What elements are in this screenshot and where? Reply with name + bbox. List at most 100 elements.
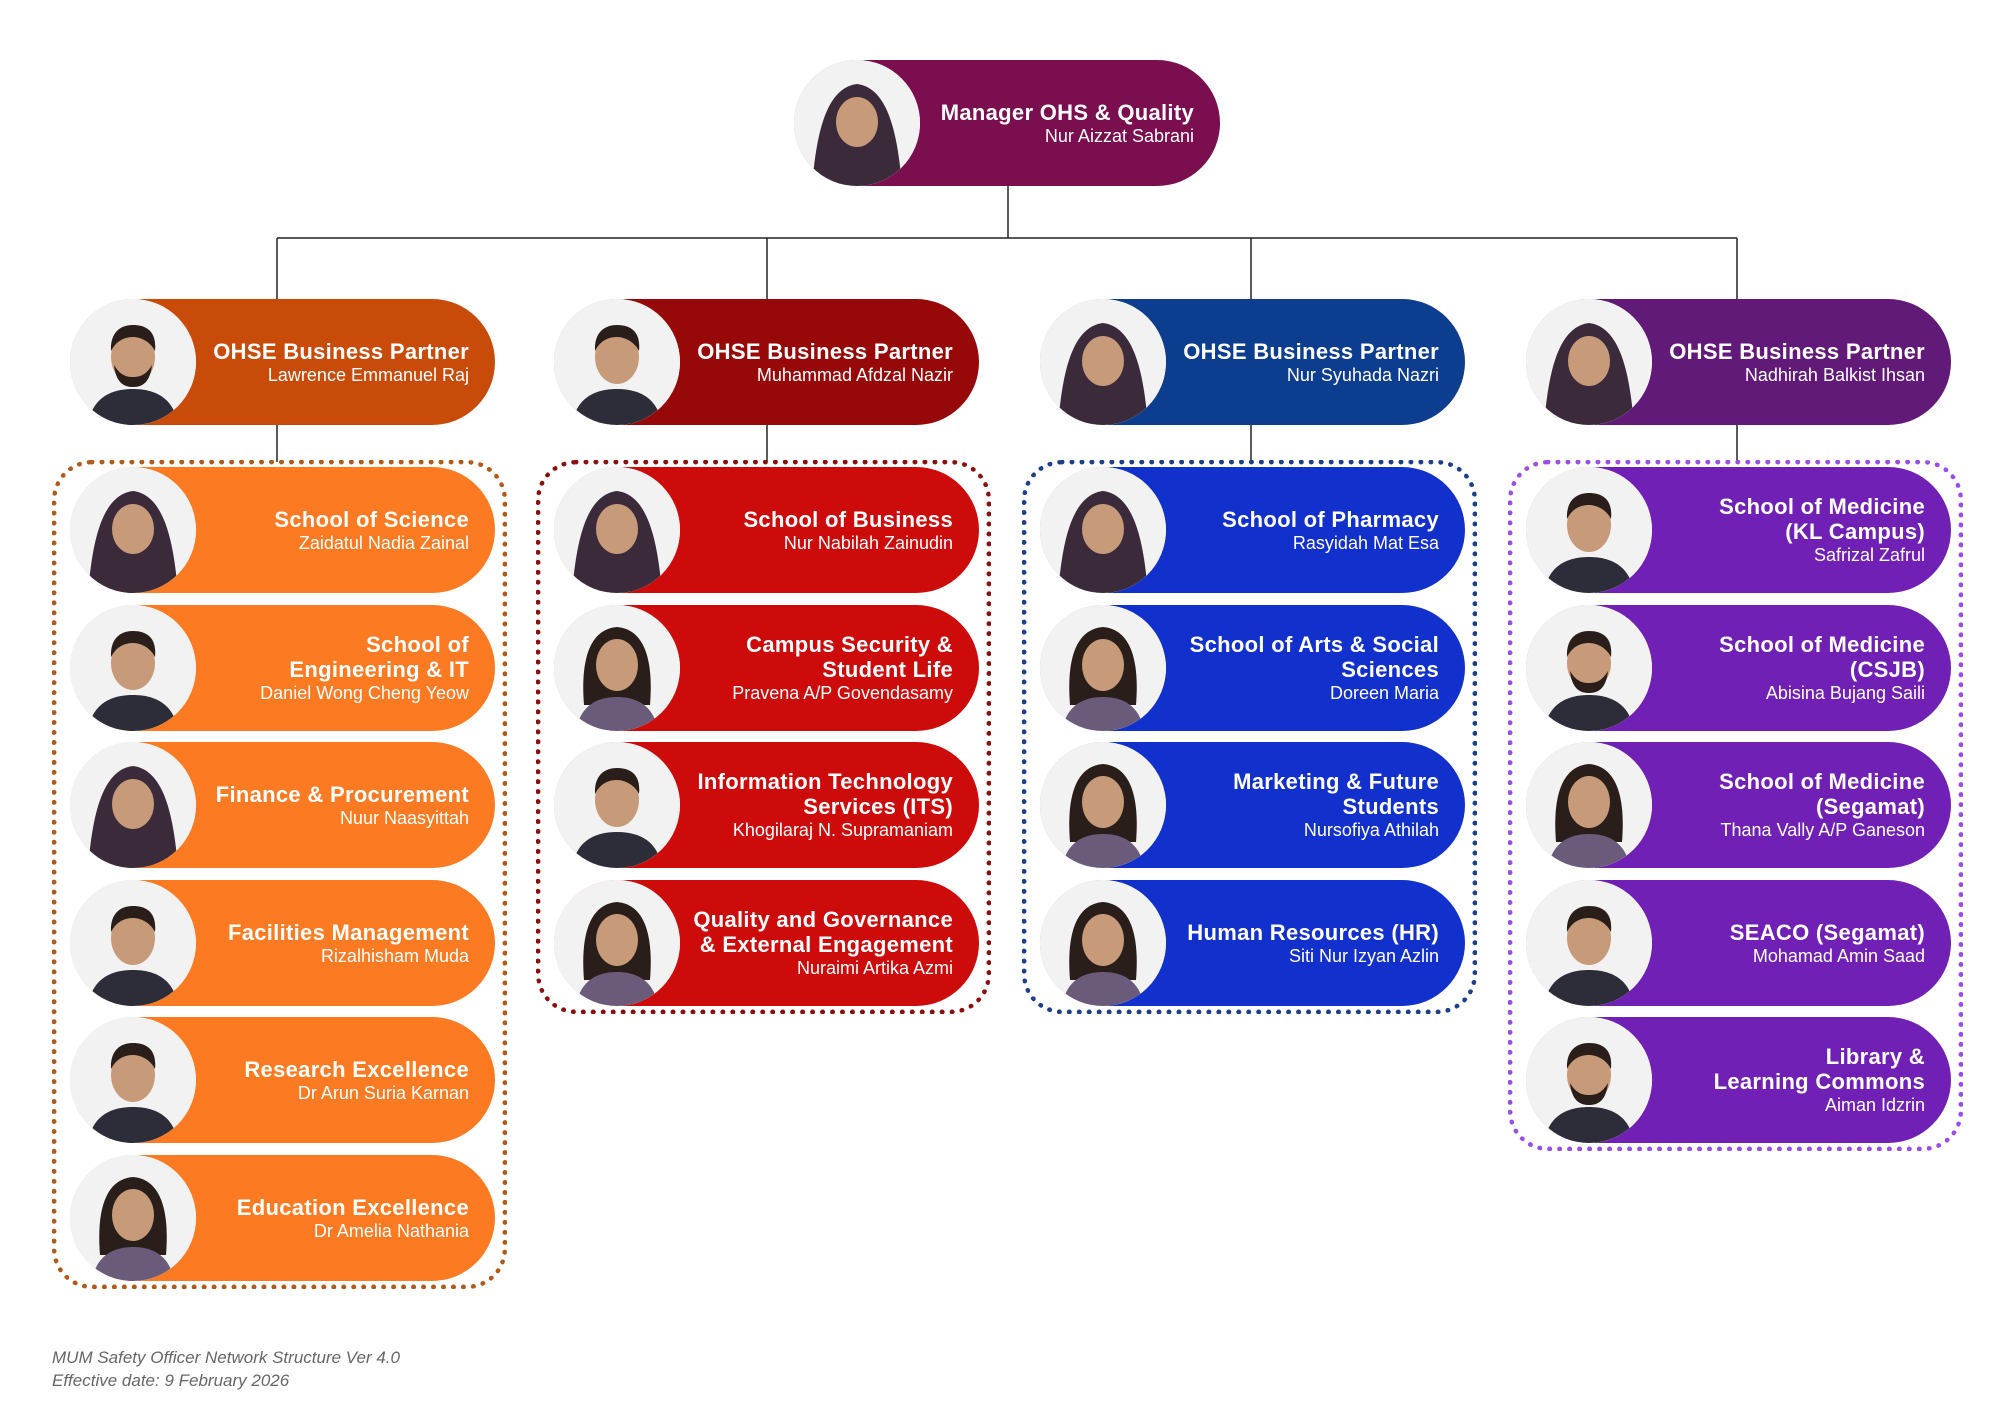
- avatar: [70, 605, 196, 731]
- card-text: Human Resources (HR)Siti Nur Izyan Azlin: [1187, 880, 1439, 1006]
- role-title: School of Medicine: [1719, 494, 1925, 519]
- unit-group: [536, 460, 991, 1014]
- unit-group: [1508, 460, 1963, 1151]
- unit-card: Human Resources (HR)Siti Nur Izyan Azlin: [1040, 880, 1465, 1006]
- person-name: Dr Amelia Nathania: [313, 1220, 469, 1241]
- avatar: [1040, 605, 1166, 731]
- role-title: OHSE Business Partner: [1183, 338, 1439, 364]
- role-title: OHSE Business Partner: [1669, 338, 1925, 364]
- avatar: [1040, 742, 1166, 868]
- avatar: [554, 742, 680, 868]
- footer-version: MUM Safety Officer Network Structure Ver…: [52, 1348, 400, 1367]
- person-name: Aiman Idzrin: [1824, 1095, 1925, 1115]
- role-title: Library &: [1825, 1044, 1925, 1069]
- person-name: Muhammad Afdzal Nazir: [756, 364, 953, 385]
- avatar: [1526, 299, 1652, 425]
- person-name: Nuraimi Artika Azmi: [796, 958, 953, 978]
- avatar: [554, 605, 680, 731]
- role-title: Student Life: [822, 657, 953, 682]
- role-title: School of Arts & Social: [1189, 632, 1439, 657]
- person-name: Abisina Bujang Saili: [1765, 683, 1925, 703]
- role-title: Services (ITS): [803, 794, 953, 819]
- person-name: Mohamad Amin Saad: [1752, 945, 1925, 966]
- role-title: School of Science: [274, 506, 469, 532]
- person-name: Nadhirah Balkist Ihsan: [1744, 364, 1925, 385]
- avatar: [70, 880, 196, 1006]
- person-name: Nur Nabilah Zainudin: [783, 532, 953, 553]
- person-name: Nursofiya Athilah: [1303, 820, 1439, 840]
- avatar: [70, 1017, 196, 1143]
- role-title: Quality and Governance: [693, 907, 953, 932]
- card-text: School of Medicine(CSJB)Abisina Bujang S…: [1719, 605, 1925, 731]
- role-title: School of Medicine: [1719, 632, 1925, 657]
- role-title: Research Excellence: [244, 1056, 469, 1082]
- role-title: Information Technology: [697, 769, 953, 794]
- avatar: [70, 467, 196, 593]
- unit-group: [1022, 460, 1477, 1014]
- footer-effective-date: Effective date: 9 February 2026: [52, 1371, 290, 1390]
- role-title: OHSE Business Partner: [697, 338, 953, 364]
- person-name: Khogilaraj N. Supramaniam: [732, 820, 953, 840]
- avatar: [1526, 742, 1652, 868]
- avatar: [554, 467, 680, 593]
- role-title: (Segamat): [1815, 794, 1925, 819]
- role-title: School of: [366, 632, 469, 657]
- person-name: Pravena A/P Govendasamy: [732, 683, 953, 703]
- person-name: Nuur Naasyittah: [339, 807, 469, 828]
- role-title: (KL Campus): [1785, 519, 1925, 544]
- person-name: Nur Syuhada Nazri: [1286, 364, 1439, 385]
- avatar: [1526, 605, 1652, 731]
- person-name: Lawrence Emmanuel Raj: [267, 364, 469, 385]
- avatar: [554, 880, 680, 1006]
- unit-card: School of Medicine(Segamat)Thana Vally A…: [1526, 742, 1951, 868]
- avatar: [70, 742, 196, 868]
- role-title: Marketing & Future: [1233, 769, 1439, 794]
- card-text: SEACO (Segamat)Mohamad Amin Saad: [1730, 880, 1925, 1006]
- unit-card: SEACO (Segamat)Mohamad Amin Saad: [1526, 880, 1951, 1006]
- card-text: School of Medicine(KL Campus)Safrizal Za…: [1719, 467, 1925, 593]
- unit-card: Quality and Governance& External Engagem…: [554, 880, 979, 1006]
- person-name: Rasyidah Mat Esa: [1292, 532, 1439, 553]
- avatar: [554, 299, 680, 425]
- avatar: [1526, 880, 1652, 1006]
- role-title: Human Resources (HR): [1187, 919, 1439, 945]
- avatar: [1040, 880, 1166, 1006]
- avatar: [1040, 299, 1166, 425]
- role-title: & External Engagement: [699, 932, 953, 957]
- avatar: [70, 1155, 196, 1281]
- role-title: Students: [1342, 794, 1439, 819]
- avatar: [1040, 467, 1166, 593]
- role-title: Facilities Management: [227, 919, 469, 945]
- role-title: OHSE Business Partner: [213, 338, 469, 364]
- role-title: Sciences: [1341, 657, 1439, 682]
- person-name: Rizalhisham Muda: [320, 945, 469, 966]
